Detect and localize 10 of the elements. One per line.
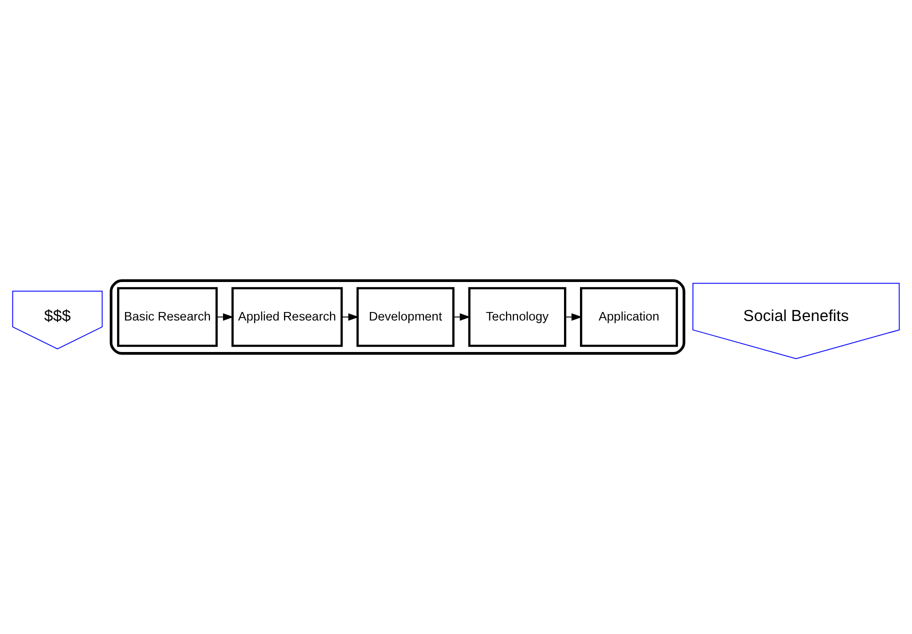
arrow xyxy=(341,313,359,321)
arrow xyxy=(564,313,582,321)
node-box: Applied Research xyxy=(231,287,343,347)
node-box: Application xyxy=(580,287,678,347)
node-box: Basic Research xyxy=(117,287,218,347)
arrow xyxy=(453,313,470,321)
node-box: Development xyxy=(356,287,454,347)
cluster xyxy=(110,279,686,355)
node-box: Technology xyxy=(468,287,566,347)
arrow xyxy=(216,313,234,321)
